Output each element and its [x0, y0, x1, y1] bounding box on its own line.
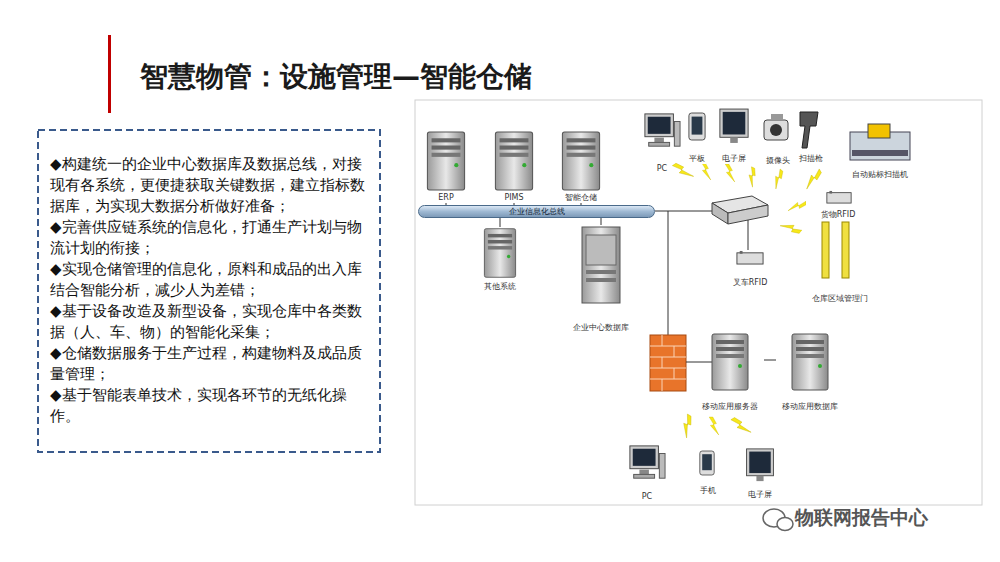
node-label: 企业中心数据库 [572, 323, 630, 333]
node-label: 企业信息化总线 [508, 207, 566, 217]
device-node: 平板 [685, 112, 709, 164]
bullet-text: ◆完善供应链系统的信息化，打通生产计划与物流计划的衔接； [50, 217, 368, 259]
node-label: 叉车RFID [732, 278, 769, 288]
node-label: 仓库区域管理门 [811, 294, 869, 304]
node-label: 智能仓储 [564, 193, 598, 203]
device-node: ERP [425, 130, 467, 203]
node-label: PIMS [503, 193, 524, 203]
node-label: 自动贴标扫描机 [851, 170, 909, 180]
connector [601, 218, 602, 225]
device-node: 其他系统 [476, 227, 524, 292]
node-label: 移动应用数据库 [781, 402, 839, 412]
bullet-text: ◆实现仓储管理的信息化，原料和成品的出入库结合智能分析，减少人为差错； [50, 259, 368, 301]
bullet-text: ◆仓储数据服务于生产过程，构建物料及成品质量管理； [50, 343, 368, 385]
node-label: 扫描枪 [798, 154, 824, 164]
bullet-text: ◆基于设备改造及新型设备，实现仓库中各类数据（人、车、物）的智能化采集； [50, 301, 368, 343]
device-node: 智能仓储 [556, 130, 606, 203]
node-label: 手机 [699, 486, 717, 496]
slide-title: 智慧物管：设施管理—智能仓储 [140, 58, 532, 96]
connector [500, 218, 501, 227]
bus-band: 企业信息化总线 [418, 205, 655, 218]
text-panel: ◆构建统一的企业中心数据库及数据总线，对接现有各系统，更便捷获取关键数据，建立指… [40, 150, 378, 450]
device-node: 企业中心数据库 [566, 225, 636, 333]
device-node: PC [625, 444, 669, 502]
device-node: 仓库区域管理门 [808, 222, 872, 304]
device-node: 叉车RFID [730, 250, 771, 288]
node-label: 电子屏 [721, 154, 747, 164]
bullet-text: ◆基于智能表单技术，实现各环节的无纸化操作。 [50, 385, 368, 427]
node-label: ERP [437, 193, 454, 203]
connector [764, 360, 776, 361]
device-node: 自动贴标扫描机 [840, 124, 920, 180]
device-node: PC [640, 112, 684, 174]
node-label: PC [656, 164, 668, 174]
device-node: PIMS [493, 130, 535, 203]
watermark: 物联网报告中心 [795, 505, 928, 531]
device-node: 扫描枪 [796, 110, 826, 164]
node-label: PC [641, 492, 653, 502]
device-node: 移动应用数据库 [776, 332, 844, 412]
device-node: 电子屏 [716, 108, 752, 164]
device-node: 电子屏 [740, 448, 780, 500]
node-label: 移动应用服务器 [701, 402, 759, 412]
node-label: 摄像头 [765, 156, 791, 166]
device-node: 货物RFID [818, 188, 859, 220]
node-label: 货物RFID [820, 210, 857, 220]
device-node: 手机 [694, 450, 722, 496]
bullet-text: ◆构建统一的企业中心数据库及数据总线，对接现有各系统，更便捷获取关键数据，建立指… [50, 154, 368, 217]
node-label: 平板 [688, 154, 706, 164]
device-node: 移动应用服务器 [696, 332, 764, 412]
device-node: 摄像头 [760, 114, 796, 166]
node-label: 电子屏 [747, 490, 773, 500]
node-label: 其他系统 [483, 282, 517, 292]
